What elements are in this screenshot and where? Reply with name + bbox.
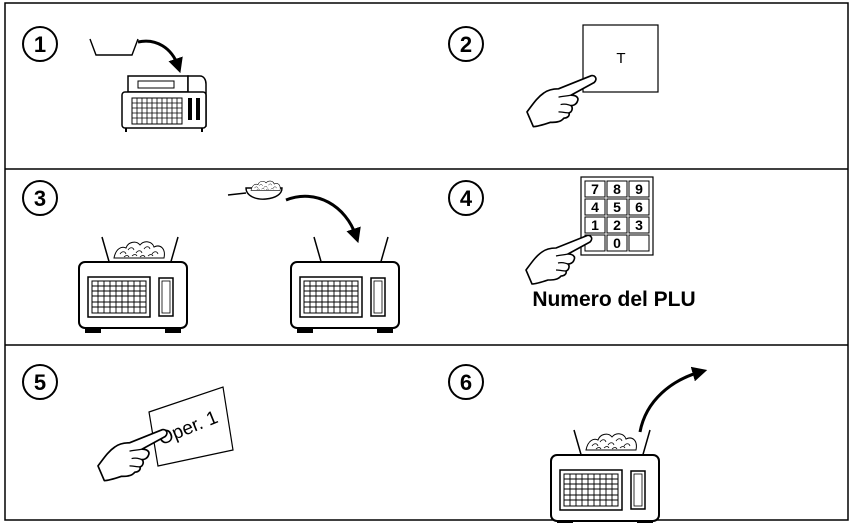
arrow-icon bbox=[638, 366, 708, 433]
label-scale-icon bbox=[121, 75, 207, 132]
keypad-key-label: 2 bbox=[613, 217, 621, 233]
scale-with-product-icon bbox=[78, 236, 188, 334]
keypad-key bbox=[628, 198, 650, 216]
frame bbox=[4, 2, 849, 521]
keypad-key-label: 8 bbox=[613, 181, 621, 197]
step-2: 2 T bbox=[448, 24, 659, 128]
keypad-key-label: 1 bbox=[591, 217, 599, 233]
operator-key bbox=[148, 386, 234, 467]
step-number-badge bbox=[22, 26, 58, 62]
scoop-icon bbox=[227, 180, 283, 200]
tray-icon bbox=[89, 38, 139, 56]
arrow-icon bbox=[137, 39, 183, 74]
keypad-key bbox=[628, 216, 650, 234]
step-number: 3 bbox=[34, 186, 46, 211]
step-number: 2 bbox=[460, 32, 472, 57]
keypad-key bbox=[628, 234, 650, 252]
step-number: 6 bbox=[460, 370, 472, 395]
step-number-badge bbox=[22, 364, 58, 400]
pointing-hand-icon bbox=[526, 74, 597, 128]
keypad-key-label: 9 bbox=[635, 181, 643, 197]
keypad-key bbox=[584, 198, 606, 216]
step-6: 6 bbox=[448, 364, 708, 523]
keypad-key bbox=[606, 234, 628, 252]
keypad-key bbox=[606, 216, 628, 234]
keypad-key bbox=[628, 180, 650, 198]
keypad-key bbox=[606, 198, 628, 216]
arrow-icon bbox=[285, 194, 361, 244]
keypad-key bbox=[584, 216, 606, 234]
step-number-badge bbox=[22, 180, 58, 216]
step-number: 4 bbox=[460, 186, 473, 211]
step-number: 5 bbox=[34, 370, 46, 395]
keypad-key-label: 7 bbox=[591, 181, 599, 197]
keypad-key-label: 3 bbox=[635, 217, 643, 233]
keypad-key-label: 0 bbox=[613, 235, 621, 251]
step-5: 5 Oper. 1 bbox=[22, 364, 234, 482]
step-number-badge bbox=[448, 364, 484, 400]
keypad-key bbox=[606, 180, 628, 198]
step-1: 1 bbox=[22, 26, 207, 132]
tare-key-label: T bbox=[616, 50, 625, 67]
step-3: 3 bbox=[22, 180, 400, 334]
plu-caption: Numero del PLU bbox=[532, 288, 695, 311]
keypad-key-label: 4 bbox=[591, 199, 599, 215]
keypad-key bbox=[584, 180, 606, 198]
keypad-key-label: 6 bbox=[635, 199, 643, 215]
pointing-hand-icon bbox=[525, 234, 593, 285]
keypad-key-label: 5 bbox=[613, 199, 621, 215]
scale-with-product-icon bbox=[550, 429, 660, 523]
empty-scale-icon bbox=[290, 236, 400, 334]
step-number: 1 bbox=[34, 32, 46, 57]
step-number-badge bbox=[448, 26, 484, 62]
step-number-badge bbox=[448, 180, 484, 216]
